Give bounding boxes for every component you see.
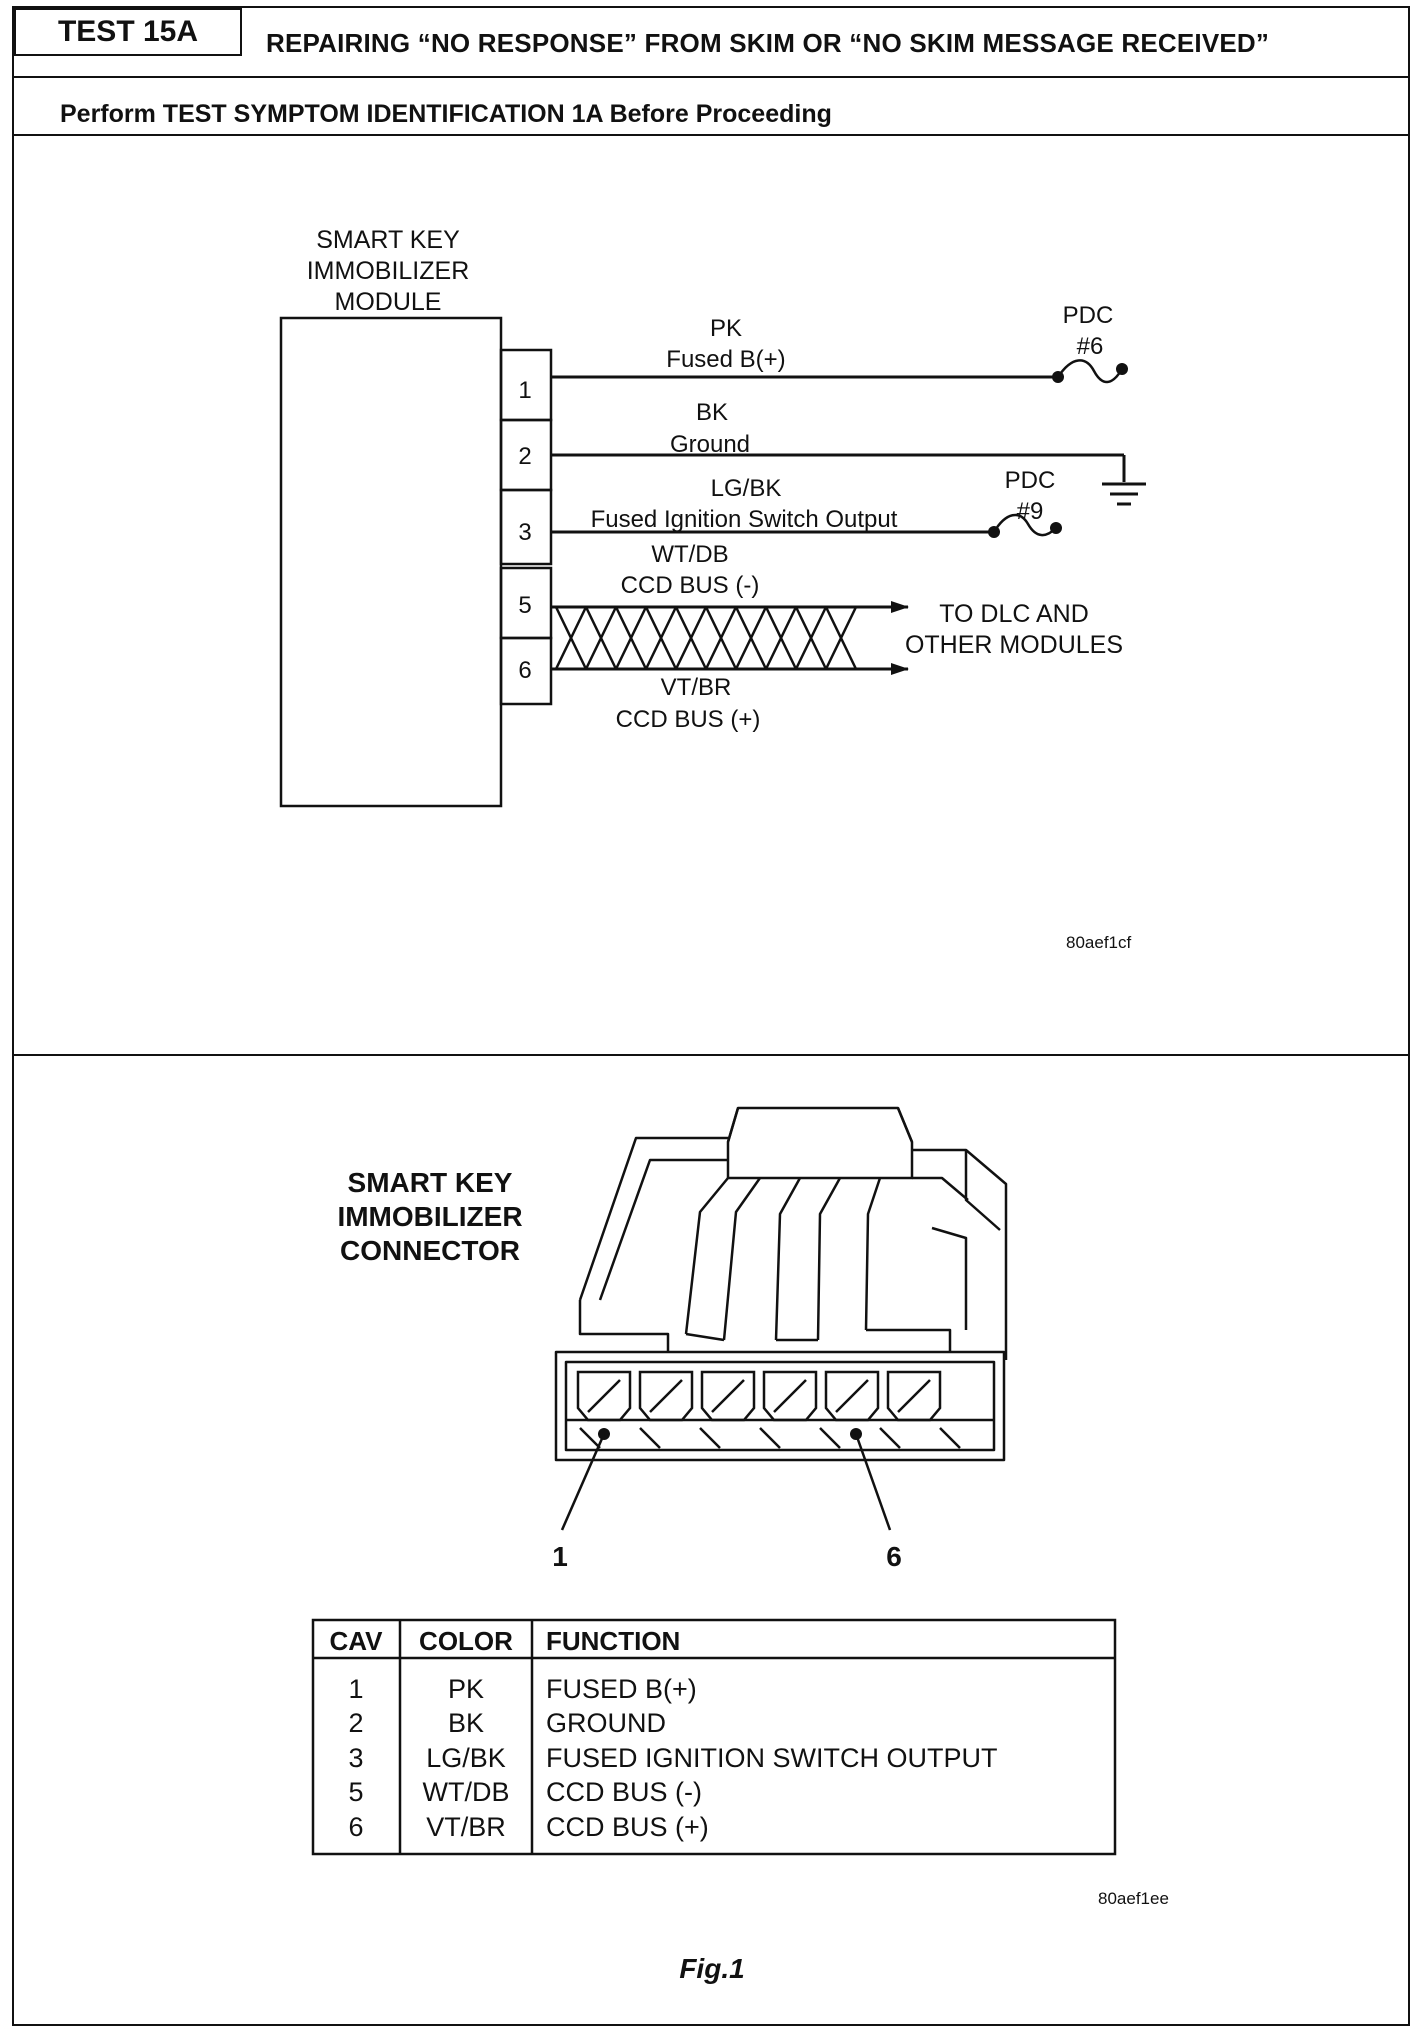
connector-label-line2: IMMOBILIZER xyxy=(337,1201,522,1232)
header-divider xyxy=(12,76,1410,78)
fuse-label: PDC xyxy=(1005,467,1056,494)
fuse-label: PDC xyxy=(1063,302,1114,329)
connector-housing xyxy=(554,1106,1008,1462)
destination-label-line2: OTHER MODULES xyxy=(905,631,1123,659)
pin-box-6 xyxy=(499,636,553,706)
pin-number: 3 xyxy=(518,519,531,546)
test-id: TEST 15A xyxy=(57,15,199,48)
test-id-box: TEST 15A xyxy=(14,8,242,56)
table-cell-color: BK xyxy=(448,1708,484,1738)
table-cell-cav: 6 xyxy=(348,1812,363,1842)
figure-caption: Fig.1 xyxy=(679,1953,744,1984)
wire-color-label: BK xyxy=(696,399,728,426)
fuse-symbol xyxy=(992,513,1057,537)
twisted-pair-symbol xyxy=(554,606,858,670)
page-frame xyxy=(12,6,1410,2026)
subtitle-divider xyxy=(12,134,1410,136)
module-label-line1: SMART KEY xyxy=(316,226,460,254)
table-header: COLOR xyxy=(419,1626,513,1656)
table-cell-cav: 5 xyxy=(348,1777,363,1807)
callout-line-6 xyxy=(854,1433,892,1531)
fuse-symbol xyxy=(1056,359,1124,384)
table-cell-function: CCD BUS (-) xyxy=(546,1777,702,1807)
table-cell-color: WT/DB xyxy=(423,1777,510,1807)
wire-function-label: CCD BUS (-) xyxy=(621,572,760,599)
wire-color-label: VT/BR xyxy=(661,674,732,701)
pin-number: 2 xyxy=(518,443,531,470)
table-cell-cav: 1 xyxy=(348,1674,363,1704)
figure-code: 80aef1ee xyxy=(1098,1889,1169,1908)
fuse-number: #9 xyxy=(1017,498,1044,525)
table-cell-cav: 3 xyxy=(348,1743,363,1773)
table-cell-function: GROUND xyxy=(546,1708,666,1738)
wiring-schematic: SMART KEY IMMOBILIZER MODULE 1 2 3 5 6 P… xyxy=(279,226,1146,952)
table-cell-color: VT/BR xyxy=(426,1812,506,1842)
table-header: FUNCTION xyxy=(546,1626,680,1656)
callout-line-1 xyxy=(560,1433,606,1531)
table-header: CAV xyxy=(330,1626,384,1656)
callout-number: 1 xyxy=(552,1541,568,1572)
destination-label-line1: TO DLC AND xyxy=(939,600,1089,628)
fuse-terminal xyxy=(1116,363,1128,375)
callout-number: 6 xyxy=(886,1541,902,1572)
fuse-terminal xyxy=(1050,522,1062,534)
table-cell-function: CCD BUS (+) xyxy=(546,1812,709,1842)
pin-number: 5 xyxy=(518,592,531,619)
cavity-table: CAV COLOR FUNCTION 1 PK FUSED B(+) 2 BK … xyxy=(311,1618,1117,1856)
section-divider xyxy=(12,1054,1410,1056)
table-cell-color: PK xyxy=(448,1674,484,1704)
figure-code: 80aef1cf xyxy=(1066,933,1131,952)
pin-number: 6 xyxy=(518,657,531,684)
pin-box-3 xyxy=(499,488,553,566)
table-cell-color: LG/BK xyxy=(426,1743,506,1773)
module-label-line3: MODULE xyxy=(335,288,442,316)
connector-label-line1: SMART KEY xyxy=(348,1167,513,1198)
table-cell-function: FUSED IGNITION SWITCH OUTPUT xyxy=(546,1743,998,1773)
pin-number: 1 xyxy=(518,377,531,404)
wire-function-label: Ground xyxy=(670,431,750,458)
connector-label-line3: CONNECTOR xyxy=(340,1235,520,1266)
wire-function-label: Fused Ignition Switch Output xyxy=(591,506,898,533)
instruction-text: Perform TEST SYMPTOM IDENTIFICATION 1A B… xyxy=(60,100,832,128)
table-cell-function: FUSED B(+) xyxy=(546,1674,697,1704)
table-cell-cav: 2 xyxy=(348,1708,363,1738)
wire-color-label: LG/BK xyxy=(711,475,782,502)
wire-color-label: WT/DB xyxy=(651,541,728,568)
wire-color-label: PK xyxy=(710,315,742,342)
wire-function-label: Fused B(+) xyxy=(666,346,785,373)
connector-cavities xyxy=(576,1370,961,1449)
fuse-number: #6 xyxy=(1077,333,1104,360)
wire-function-label: CCD BUS (+) xyxy=(616,706,761,733)
module-label-line2: IMMOBILIZER xyxy=(307,257,470,285)
page-title: REPAIRING “NO RESPONSE” FROM SKIM OR “NO… xyxy=(266,28,1270,58)
